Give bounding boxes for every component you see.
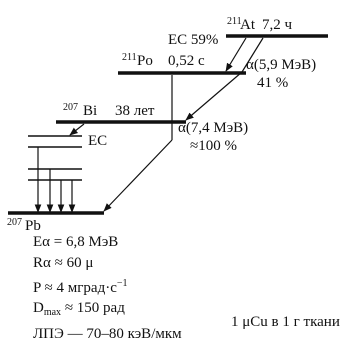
- bi207-halflife: 38 лет: [115, 103, 155, 119]
- at211-mass: 211: [227, 16, 242, 27]
- ec-at-to-po-arrow: [225, 37, 247, 72]
- ec-bi-label: EC: [88, 133, 107, 149]
- at211-symbol: At: [240, 17, 256, 33]
- po211-halflife: 0,52 с: [168, 53, 205, 69]
- pb207-symbol: Pb: [25, 218, 41, 234]
- dose-rate-value: P ≈ 4 мград·с: [33, 279, 117, 296]
- alpha-po-percent: ≈100 %: [190, 138, 237, 154]
- dose-rate: P ≈ 4 мград·с−1: [33, 274, 182, 299]
- dose-rate-exponent: −1: [116, 277, 128, 289]
- bi207-symbol: Bi: [83, 103, 97, 119]
- pb207-mass: 207: [7, 217, 22, 228]
- alpha-at-label: α(5,9 МэВ): [246, 57, 316, 73]
- alpha-at-percent: 41 %: [257, 75, 288, 91]
- at211-halflife: 7,2 ч: [262, 17, 293, 33]
- max-dose-subscript: max: [43, 307, 62, 319]
- alpha-po-label: α(7,4 МэВ): [178, 120, 248, 136]
- ec-bi-to-pb-arrow: [69, 123, 85, 136]
- alpha-range: Rα ≈ 60 μ: [33, 254, 94, 271]
- alpha-at-to-bi-arrow: [241, 37, 264, 73]
- let-value: ЛПЭ — 70–80 кэВ/мкм: [33, 326, 182, 343]
- max-dose-value: ≈ 150 рад: [61, 300, 125, 317]
- alpha-po-to-pb-arrow: [103, 139, 173, 212]
- max-dose-symbol: D: [33, 300, 44, 317]
- po211-mass: 211: [122, 52, 137, 63]
- po211-symbol: Po: [137, 53, 153, 69]
- radiation-parameters: Eα = 6,8 МэВ Rα ≈ 60 μ P ≈ 4 мград·с−1 D…: [33, 232, 182, 345]
- alpha-energy: Eα = 6,8 МэВ: [33, 234, 119, 250]
- ec-at-label: EC 59%: [168, 32, 218, 48]
- activity-note: 1 μCu в 1 г ткани: [231, 314, 340, 330]
- alpha-at-to-bi-arrow-tail: [185, 71, 243, 121]
- bi207-mass: 207: [63, 102, 78, 113]
- max-dose: Dmax ≈ 150 рад: [33, 298, 182, 324]
